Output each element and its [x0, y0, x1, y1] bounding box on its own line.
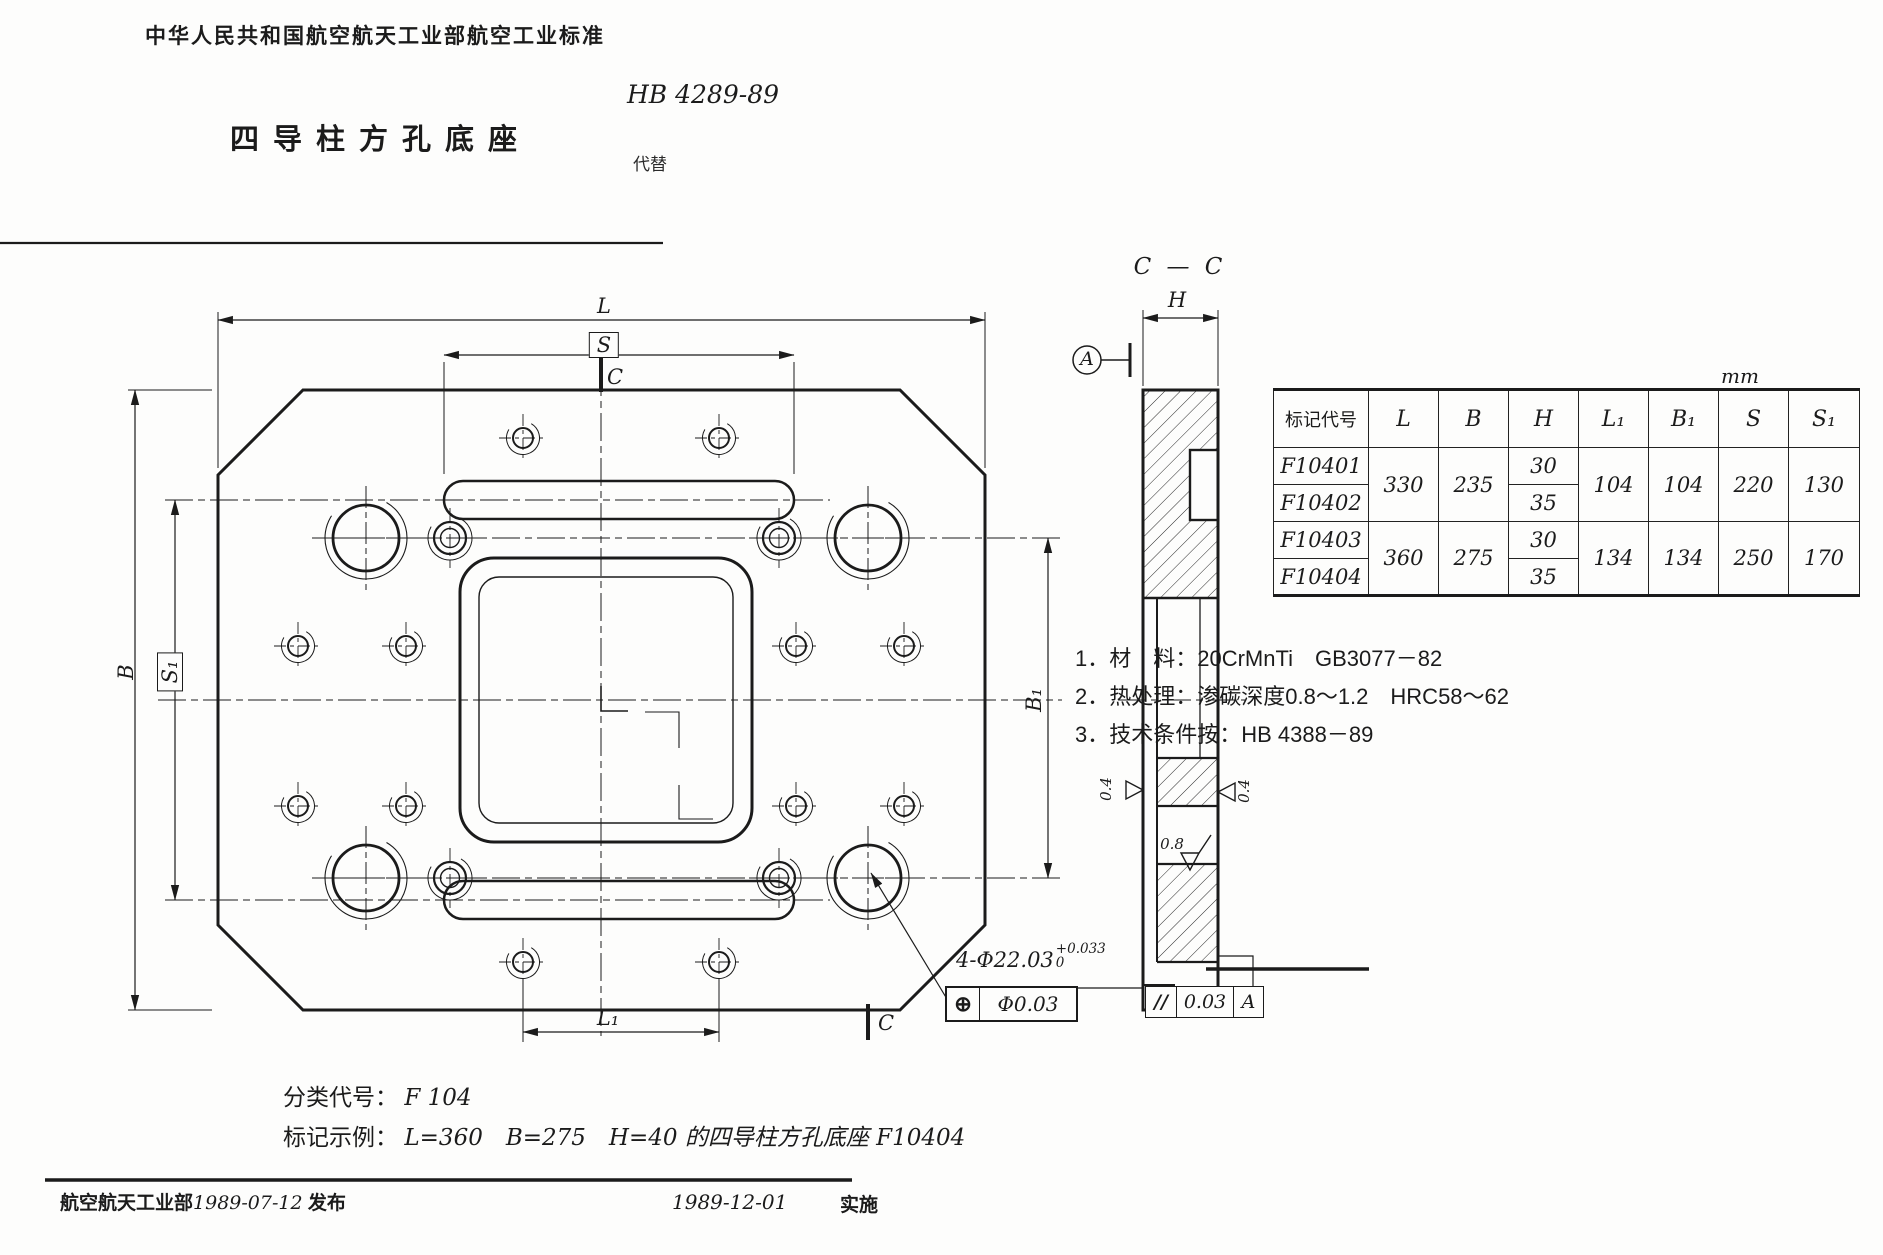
dimension-lines — [128, 312, 1053, 1042]
cell-S: 250 — [1718, 521, 1789, 596]
dim-label-S: S — [588, 332, 620, 358]
example-label: 标记示例： — [283, 1124, 398, 1150]
size-table: 标记代号 L B H L₁ B₁ S S₁ F10401 330 235 30 … — [1273, 388, 1860, 597]
cell-code: F10403 — [1273, 521, 1369, 559]
cell-S1: 170 — [1788, 521, 1860, 596]
hole-note: 4-Φ22.03 +0.033 0 — [956, 942, 1106, 972]
section-label-C-bottom: C — [877, 1011, 895, 1035]
position-tolerance-frame: ⊕ Φ0.03 — [945, 986, 1078, 1022]
note-technical-conditions: 3．技术条件按：HB 4388－89 — [1075, 722, 1374, 747]
hole-note-leader — [870, 872, 1142, 1000]
datum-label: A — [1080, 348, 1094, 370]
position-value: Φ0.03 — [997, 992, 1059, 1016]
col-header-L: L — [1368, 389, 1439, 448]
section-view — [1072, 310, 1254, 1012]
section-cut-marks — [599, 358, 870, 1040]
dim-label-L1: L₁ — [596, 1006, 620, 1030]
dim-label-S1: S₁ — [157, 652, 183, 692]
footer-issue-date: 1989-07-12 — [193, 1192, 303, 1214]
footer-rule — [45, 967, 1369, 1182]
plate-outline — [216, 388, 987, 1012]
dim-label-B: B — [114, 664, 138, 680]
units-label: mm — [1721, 364, 1759, 388]
table-row: F10404 35 — [1273, 558, 1860, 596]
datum-a-flag — [1072, 343, 1132, 377]
hole-note-sup: +0.033 — [1055, 941, 1106, 957]
designation-example-line: 标记示例： L=360 B=275 H=40 的四导柱方孔底座 F10404 — [283, 1118, 965, 1152]
cell-code: F10401 — [1273, 447, 1369, 485]
cell-L1: 104 — [1578, 447, 1649, 522]
section-label-C-top: C — [606, 365, 624, 389]
page-title: 四导柱方孔底座 — [230, 124, 532, 156]
hole-note-tolerance: +0.033 0 — [1056, 942, 1106, 970]
footer-issuer: 航空航天工业部 — [60, 1193, 194, 1214]
cell-B: 235 — [1438, 447, 1509, 522]
section-title: C — C — [1133, 254, 1227, 280]
dim-label-L: L — [597, 294, 611, 318]
note-material: 1．材 料：20CrMnTi GB3077－82 — [1075, 646, 1443, 671]
col-header-S1: S₁ — [1788, 389, 1860, 448]
cell-code: F10404 — [1273, 558, 1369, 596]
cell-L1: 134 — [1578, 521, 1649, 596]
standard-number: HB 4289-89 — [627, 80, 780, 109]
dim-label-B1: B₁ — [1022, 688, 1046, 712]
surface-finish-left: 0.4 — [1097, 777, 1115, 801]
parallelism-symbol: // — [1146, 987, 1177, 1017]
footer-impl-label: 实施 — [840, 1195, 879, 1216]
parallelism-datum: A — [1241, 991, 1256, 1013]
col-header-S: S — [1718, 389, 1789, 448]
col-header-H: H — [1508, 389, 1579, 448]
col-header-B: B — [1438, 389, 1509, 448]
plate-top-view — [128, 312, 1142, 1042]
technical-notes: 1．材 料：20CrMnTi GB3077－82 2．热处理：渗碳深度0.8～1… — [1075, 640, 1509, 754]
table-row: F10401 330 235 30 104 104 220 130 — [1273, 447, 1860, 522]
standard-org-line: 中华人民共和国航空航天工业部航空工业标准 — [145, 25, 605, 48]
dim-label-H: H — [1167, 288, 1187, 312]
footer-impl-date: 1989-12-01 — [672, 1190, 788, 1214]
table-row: F10403 360 275 30 134 134 250 170 — [1273, 521, 1860, 596]
guide-pillar-holes — [308, 480, 926, 936]
cell-H: 30 — [1508, 521, 1579, 559]
example-value: L=360 B=275 H=40 的四导柱方孔底座 F10404 — [404, 1125, 966, 1151]
replaces-label: 代替 — [633, 155, 667, 174]
surface-finish-bottom: 0.8 — [1160, 835, 1184, 853]
surface-finish-right: 0.4 — [1235, 779, 1253, 803]
cell-L: 360 — [1368, 521, 1439, 596]
footer-issue: 航空航天工业部1989-07-12 发布 — [60, 1188, 346, 1215]
col-header-L1: L₁ — [1578, 389, 1649, 448]
note-heat-treatment: 2．热处理：渗碳深度0.8～1.2 HRC58～62 — [1075, 684, 1510, 709]
parallelism-tolerance-frame: // 0.03 A — [1145, 986, 1264, 1018]
col-header-code: 标记代号 — [1273, 389, 1369, 448]
classification-label: 分类代号： — [283, 1084, 398, 1110]
cell-S1: 130 — [1788, 447, 1860, 522]
classification-value: F 104 — [404, 1085, 472, 1111]
parallelism-value: 0.03 — [1177, 987, 1234, 1017]
cell-code: F10402 — [1273, 484, 1369, 522]
table-row: F10402 35 — [1273, 484, 1860, 522]
cell-L: 330 — [1368, 447, 1439, 522]
hole-note-base: 4-Φ22.03 — [956, 948, 1054, 972]
classification-code-line: 分类代号： F 104 — [283, 1078, 472, 1112]
footer-issue-label: 发布 — [307, 1193, 346, 1214]
cell-S: 220 — [1718, 447, 1789, 522]
surface-finish-marks — [1125, 779, 1236, 872]
cell-B: 275 — [1438, 521, 1509, 596]
col-header-B1: B₁ — [1648, 389, 1719, 448]
table-header-row: 标记代号 L B H L₁ B₁ S S₁ — [1273, 389, 1860, 448]
square-hole-inner — [478, 576, 734, 824]
hole-note-sub: 0 — [1055, 955, 1065, 971]
cell-B1: 104 — [1648, 447, 1719, 522]
cell-H: 35 — [1508, 558, 1579, 596]
position-symbol: ⊕ — [947, 988, 980, 1020]
cell-H: 35 — [1508, 484, 1579, 522]
section-pillar-notch — [1188, 448, 1220, 522]
cell-B1: 134 — [1648, 521, 1719, 596]
cell-H: 30 — [1508, 447, 1579, 485]
